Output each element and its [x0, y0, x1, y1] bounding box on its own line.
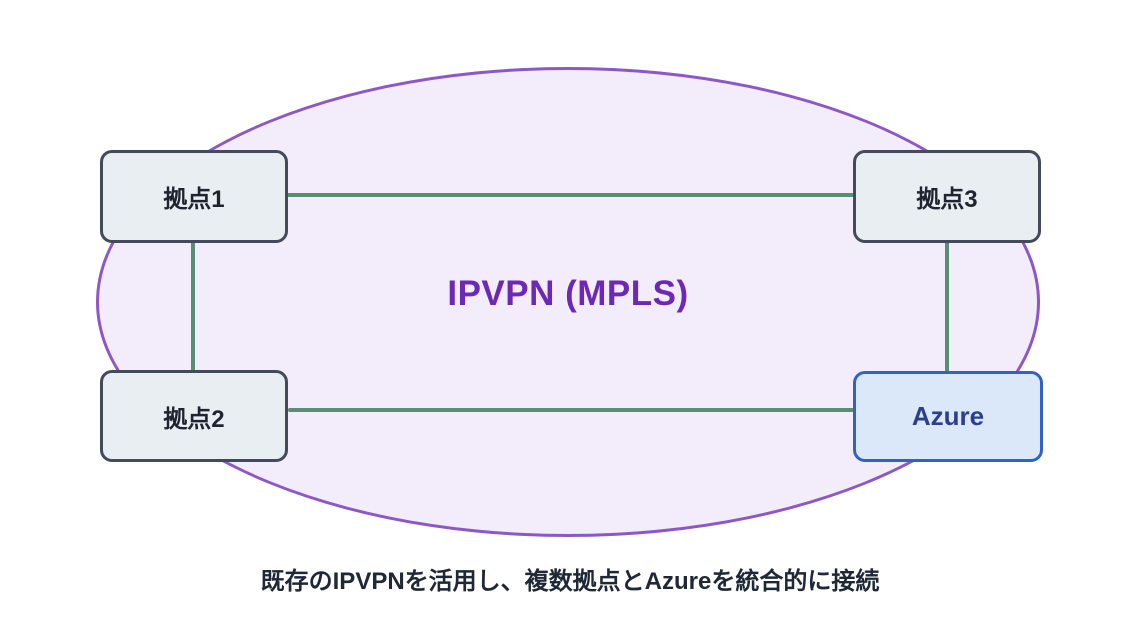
- edge-site2-azure: [288, 408, 854, 412]
- node-site3-label: 拠点3: [916, 186, 978, 213]
- node-site2-label: 拠点2: [163, 405, 225, 433]
- edge-site1-site3: [287, 193, 854, 197]
- diagram-caption: 既存のIPVPNを活用し、複数拠点とAzureを統合的に接続: [260, 568, 880, 595]
- node-site1-label: 拠点1: [163, 186, 225, 213]
- node-azure-label: Azure: [911, 401, 985, 431]
- edge-site3-azure: [945, 241, 949, 373]
- node-site3: 拠点3: [853, 150, 1041, 243]
- node-site2: 拠点2: [100, 370, 288, 462]
- node-azure: Azure: [853, 371, 1043, 462]
- edge-site1-site2: [191, 241, 195, 372]
- ipvpn-cloud-label: IPVPN (MPLS): [447, 274, 689, 313]
- node-site1: 拠点1: [100, 150, 288, 243]
